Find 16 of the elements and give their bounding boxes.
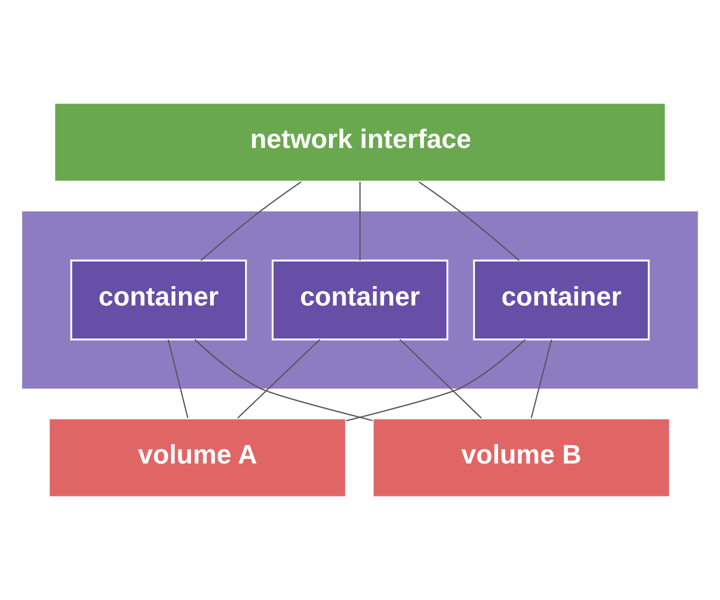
node-box: container — [272, 260, 448, 340]
connector — [200, 181, 302, 261]
connector — [530, 339, 552, 418]
connector — [346, 339, 526, 422]
connector — [237, 339, 320, 418]
connector — [194, 339, 373, 422]
cluster — [22, 211, 698, 389]
connector — [359, 182, 361, 260]
connector — [399, 339, 482, 418]
node-box: volume A — [48, 417, 347, 498]
node-box: container — [70, 260, 247, 340]
node-box: container — [473, 260, 650, 340]
node-box: network interface — [53, 102, 667, 183]
connector — [168, 339, 188, 418]
connector — [418, 181, 520, 261]
node-box: volume B — [372, 417, 671, 498]
